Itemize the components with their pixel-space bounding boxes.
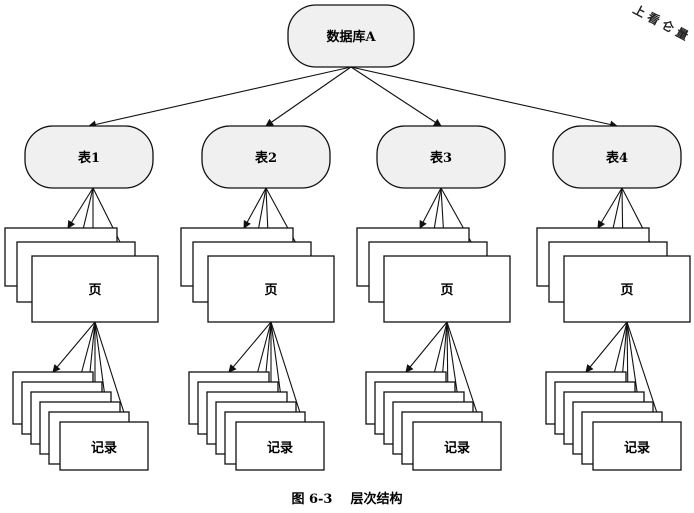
edge-page-to-record-2	[270, 321, 305, 423]
edge-page-to-record-1	[52, 321, 96, 373]
page-label-2: 页	[264, 283, 277, 298]
page-label-3: 页	[440, 283, 453, 298]
table-node-2: 表2	[201, 125, 331, 189]
figure-caption: 图 6-3 层次结构	[291, 491, 402, 507]
edge-page-to-record-4	[626, 321, 662, 423]
edge-root-to-table-1	[88, 66, 352, 129]
record-label-3: 记录	[444, 441, 470, 456]
edge-page-to-record-4	[585, 321, 628, 373]
edge-table-to-page-1	[67, 187, 94, 229]
page-card	[207, 255, 335, 323]
table-label-2: 表2	[254, 150, 277, 166]
page-label-4: 页	[620, 283, 633, 298]
edge-page-to-record-2	[228, 321, 272, 373]
edge-root-to-table-2	[265, 66, 352, 127]
record-card	[592, 421, 682, 471]
record-label-2: 记录	[267, 441, 293, 456]
root-node: 数据库A	[287, 4, 415, 68]
table-label-3: 表3	[429, 150, 452, 166]
page-card	[31, 255, 159, 323]
page-stack-3: 页	[356, 227, 511, 323]
record-card	[59, 421, 149, 471]
table-node-4: 表4	[552, 125, 682, 189]
record-stack-2: 记录	[188, 371, 325, 471]
watermark-text: 上 看 仑 量	[631, 1, 692, 43]
edge-table-to-page-4	[597, 187, 623, 229]
page-card	[563, 255, 691, 323]
record-stack-3: 记录	[365, 371, 502, 471]
table-node-3: 表3	[376, 125, 506, 189]
record-stack-4: 记录	[545, 371, 682, 471]
record-label-1: 记录	[91, 441, 117, 456]
record-label-4: 记录	[624, 441, 650, 456]
edge-page-to-record-1	[94, 321, 129, 423]
page-stack-4: 页	[536, 227, 691, 323]
edge-root-to-table-4	[350, 66, 618, 129]
edge-table-to-page-3	[419, 187, 442, 229]
table-label-1: 表1	[77, 150, 100, 166]
record-card	[412, 421, 502, 471]
page-label-1: 页	[88, 283, 101, 298]
edge-root-to-table-3	[350, 66, 442, 127]
edge-page-to-record-3	[405, 321, 448, 373]
edge-page-to-record-3	[446, 321, 482, 423]
page-stack-2: 页	[180, 227, 335, 323]
record-stack-1: 记录	[12, 371, 149, 471]
edge-table-to-page-2	[243, 187, 267, 229]
table-node-1: 表1	[24, 125, 154, 189]
page-card	[383, 255, 511, 323]
root-label: 数据库A	[326, 29, 376, 45]
record-card	[235, 421, 325, 471]
table-label-4: 表4	[605, 150, 628, 166]
page-stack-1: 页	[4, 227, 159, 323]
